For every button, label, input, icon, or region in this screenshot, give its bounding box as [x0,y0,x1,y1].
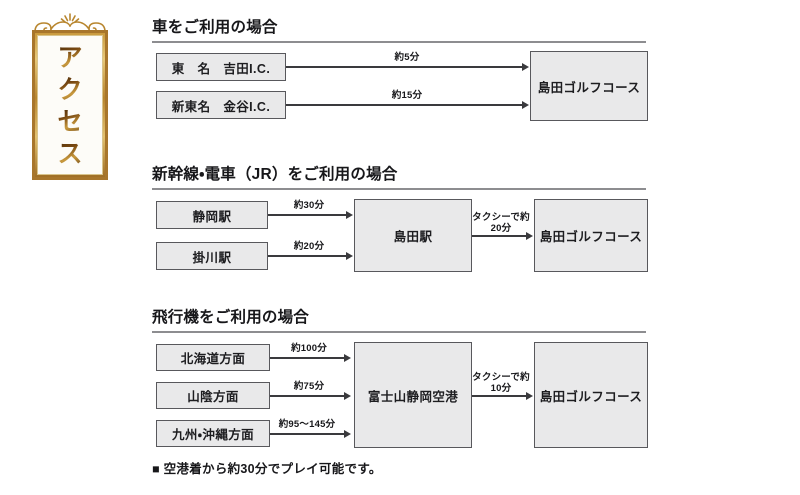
node-plane-source-2[interactable]: 山陰方面 [156,382,270,409]
title-frame-inner: ア ク セ ス [37,35,103,175]
title-char-1: ア [57,42,83,72]
edge-plane-3-label: 約95〜145分 [278,419,336,430]
node-car-destination[interactable]: 島田ゴルフコース [530,51,648,121]
edge-train-hub [472,235,528,237]
section-car: 車をご利用の場合 東 名 吉田I.C. 新東名 金谷I.C. 約5分 約15分 … [152,18,800,141]
edge-plane-1-label: 約100分 [291,343,327,354]
node-plane-hub[interactable]: 富士山静岡空港 [354,342,472,448]
edge-car-2 [286,104,524,106]
edge-plane-1-arrowhead [344,353,351,362]
node-train-destination[interactable]: 島田ゴルフコース [534,199,648,272]
node-train-source-1[interactable]: 静岡駅 [156,201,268,229]
edge-train-hub-arrowhead [526,231,533,240]
edge-train-2-arrowhead [346,251,353,260]
edge-train-2 [268,255,348,257]
edge-plane-3-arrowhead [344,429,351,438]
node-plane-destination[interactable]: 島田ゴルフコース [534,342,648,448]
edge-car-1 [286,66,524,68]
title-char-2: ク [57,74,83,104]
section-train: 新幹線・電車（JR）をご利用の場合 静岡駅 掛川駅 約30分 約20分 島田駅 … [152,165,800,294]
node-plane-source-3[interactable]: 九州・沖縄方面 [156,420,270,447]
edge-train-1 [268,214,348,216]
edge-car-1-label: 約5分 [394,52,420,63]
edge-car-2-label: 約15分 [391,90,423,101]
edge-car-2-arrowhead [522,100,529,109]
node-train-hub[interactable]: 島田駅 [354,199,472,272]
section-train-diagram: 静岡駅 掛川駅 約30分 約20分 島田駅 タクシーで約20分 島田ゴルフコース [152,199,800,294]
edge-plane-2 [270,395,346,397]
section-train-rule [152,188,646,190]
edge-train-1-label: 約30分 [293,200,325,211]
title-char-4: ス [57,138,83,168]
section-plane-heading: 飛行機をご利用の場合 [152,309,310,326]
title-char-3: セ [57,106,83,136]
node-train-source-2[interactable]: 掛川駅 [156,242,268,270]
section-car-rule [152,41,646,43]
section-car-heading: 車をご利用の場合 [152,19,278,36]
edge-train-2-label: 約20分 [293,241,325,252]
section-plane-rule [152,331,646,333]
edge-plane-hub [472,395,528,397]
access-content: 車をご利用の場合 東 名 吉田I.C. 新東名 金谷I.C. 約5分 約15分 … [152,0,800,495]
node-car-source-1[interactable]: 東 名 吉田I.C. [156,53,286,81]
section-train-heading: 新幹線・電車（JR）をご利用の場合 [152,166,398,183]
section-car-diagram: 東 名 吉田I.C. 新東名 金谷I.C. 約5分 約15分 島田ゴルフコース [152,51,800,141]
section-plane-diagram: 北海道方面 山陰方面 九州・沖縄方面 約100分 約75分 約95〜145分 富… [152,342,800,452]
section-plane: 飛行機をご利用の場合 北海道方面 山陰方面 九州・沖縄方面 約100分 約75分… [152,308,800,452]
edge-car-1-arrowhead [522,62,529,71]
node-plane-source-1[interactable]: 北海道方面 [156,344,270,371]
edge-plane-hub-label: タクシーで約10分 [472,372,530,394]
edge-plane-1 [270,357,346,359]
edge-train-hub-label: タクシーで約20分 [472,212,530,234]
edge-plane-hub-arrowhead [526,391,533,400]
node-car-source-2[interactable]: 新東名 金谷I.C. [156,91,286,119]
edge-plane-2-label: 約75分 [293,381,325,392]
access-title-plate: ア ク セ ス [24,8,116,180]
edge-train-1-arrowhead [346,210,353,219]
edge-plane-3 [270,433,346,435]
edge-plane-2-arrowhead [344,391,351,400]
footnote: ■ 空港着から約30分でプレイ可能です。 [152,462,382,476]
